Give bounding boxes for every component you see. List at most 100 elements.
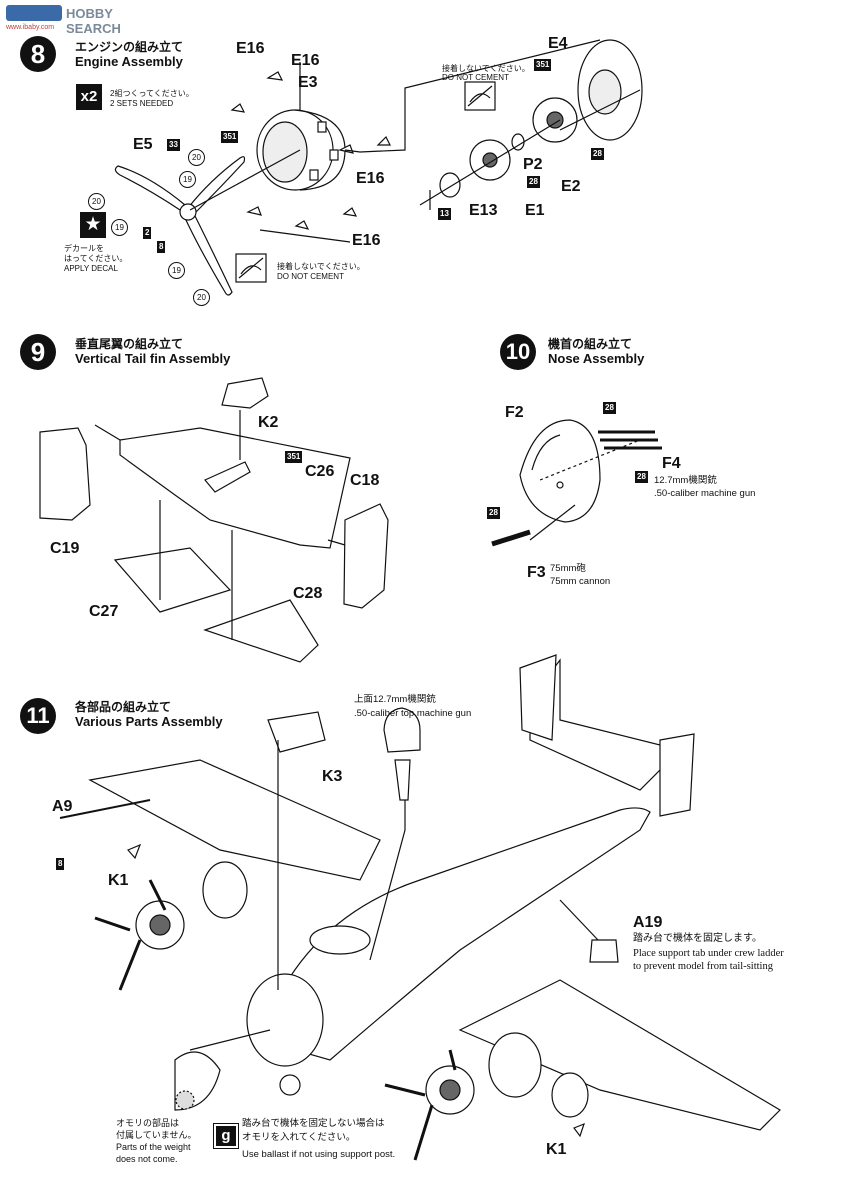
part-label-c18: C18 — [350, 472, 380, 489]
watermark-url: www.ibaby.com — [6, 24, 55, 31]
a19-note-en2: to prevent model from tail-sitting — [633, 961, 773, 972]
part-label-f2: F2 — [505, 404, 524, 421]
propeller-right — [384, 1049, 457, 1161]
part-label-e16-b: E16 — [291, 52, 320, 69]
nose-cone-drawing — [519, 419, 601, 523]
part-label-c26: C26 — [305, 463, 335, 480]
part-label-k3: K3 — [322, 768, 343, 785]
a19-note-jp: 踏み台で機体を固定します。 — [633, 933, 762, 944]
c27-plate-drawing — [113, 547, 232, 613]
watermark-logo-text: HOBBY SEARCH — [66, 6, 121, 36]
step-11-title-jp: 各部品の組み立て — [75, 700, 172, 714]
engine-cowling-drawing — [256, 109, 346, 191]
ballast-icon: g — [213, 1123, 239, 1149]
top-gun-turret-drawing — [383, 707, 421, 753]
gun-label-en: .50-caliber machine gun — [654, 488, 756, 499]
part-label-k1-left: K1 — [108, 872, 129, 889]
part-label-c28: C28 — [293, 585, 323, 602]
sets-needed-jp: 2組つくってください。 — [110, 89, 194, 98]
part-label-p2: P2 — [523, 156, 543, 173]
step-9-number: 9 — [20, 334, 56, 370]
paint-19-c: 19 — [168, 262, 185, 279]
paint-19-a: 19 — [179, 171, 196, 188]
a19-ladder-drawing — [589, 939, 619, 963]
cannon-label-en: 75mm cannon — [550, 576, 611, 587]
step-11-number: 11 — [20, 698, 56, 734]
part-label-e3: E3 — [298, 74, 318, 91]
step-10-title-jp: 機首の組み立て — [548, 337, 633, 351]
decal-note-jp2: はってください。 — [64, 254, 128, 263]
watermark-icon — [6, 5, 62, 21]
part-label-c19: C19 — [50, 540, 80, 557]
part-label-f4: F4 — [662, 455, 681, 472]
engine-nacelle-drawings — [135, 861, 589, 1118]
ballast-note-en: Use ballast if not using support post. — [242, 1149, 396, 1160]
no-cement-bottom-en: DO NOT CEMENT — [277, 272, 344, 281]
paint-33: 33 — [167, 139, 180, 151]
part-label-e16-d: E16 — [352, 232, 381, 249]
part-label-a9: A9 — [52, 798, 73, 815]
step-10-number: 10 — [500, 334, 536, 370]
step-8-title-en: Engine Assembly — [75, 54, 183, 69]
decal-star-icon: ★ — [80, 212, 106, 238]
paint-28-cannon: 28 — [487, 507, 500, 519]
top-gun-label-jp: 上面12.7mm機関銃 — [354, 694, 436, 705]
horizontal-stabilizer-drawing — [119, 427, 351, 549]
paint-8-a9: 8 — [56, 858, 65, 870]
weight-note-jp1: オモリの部品は — [116, 1118, 180, 1128]
paint-13: 13 — [438, 208, 451, 220]
step-9-title-jp: 垂直尾翼の組み立て — [75, 337, 184, 351]
paint-28-e2: 28 — [591, 148, 604, 160]
fin-right-drawing — [343, 503, 389, 609]
decal-note-en: APPLY DECAL — [64, 264, 118, 273]
step-8-title-jp: エンジンの組み立て — [75, 40, 184, 54]
paint-19-b: 19 — [111, 219, 128, 236]
propeller-drawing — [114, 156, 246, 296]
propeller-left — [94, 879, 167, 991]
weight-note-en1: Parts of the weight — [116, 1142, 191, 1152]
k3-part-drawing — [267, 711, 326, 753]
aircraft-fuselage-drawing — [88, 654, 781, 1131]
paint-351-housing: 351 — [534, 59, 552, 71]
step-8-number: 8 — [20, 36, 56, 72]
cylinder-drawings — [439, 97, 578, 198]
part-label-c27: C27 — [89, 603, 119, 620]
decal-note-jp1: デカールを — [64, 244, 104, 253]
weight-note-jp2: 付属していません。 — [116, 1130, 197, 1140]
a19-note-en1: Place support tab under crew ladder — [633, 948, 784, 959]
step-9-title-en: Vertical Tail fin Assembly — [75, 351, 231, 366]
part-label-e2: E2 — [561, 178, 581, 195]
part-label-k2: K2 — [258, 414, 279, 431]
part-label-e1: E1 — [525, 202, 545, 219]
engine-rear-housing — [577, 39, 643, 141]
no-cement-top-jp: 接着しないでください。 — [442, 64, 530, 73]
paint-20-a: 20 — [188, 149, 205, 166]
watermark-logo: HOBBY SEARCH www.ibaby.com — [4, 4, 154, 36]
cannon-label-jp: 75mm砲 — [550, 563, 586, 574]
ballast-note-jp1: 踏み台で機体を固定しない場合は — [242, 1118, 385, 1129]
part-label-e16-c: E16 — [356, 170, 385, 187]
weight-note-en2: does not come. — [116, 1154, 178, 1164]
part-label-e16-a: E16 — [236, 40, 265, 57]
part-label-a19: A19 — [633, 914, 663, 931]
no-cement-bottom-jp: 接着しないでください。 — [277, 262, 365, 271]
step-11-title-en: Various Parts Assembly — [75, 714, 223, 729]
part-label-e13: E13 — [469, 202, 498, 219]
paint-28-guns-side: 28 — [635, 471, 648, 483]
paint-8-engine: 8 — [157, 241, 166, 253]
part-label-e4: E4 — [548, 35, 568, 52]
no-cement-top-en: DO NOT CEMENT — [442, 73, 509, 82]
gun-label-jp: 12.7mm機関銃 — [654, 475, 717, 486]
part-label-e5: E5 — [133, 136, 153, 153]
paint-20-b: 20 — [88, 193, 105, 210]
k2-part-drawing — [221, 377, 269, 409]
ballast-note-jp2: オモリを入れてください。 — [242, 1132, 356, 1143]
paint-351-tail: 351 — [285, 451, 303, 463]
paint-20-c: 20 — [193, 289, 210, 306]
paint-28-e1: 28 — [527, 176, 540, 188]
sets-badge: x2 — [76, 84, 102, 110]
sets-needed-en: 2 SETS NEEDED — [110, 99, 174, 108]
step-10-title-en: Nose Assembly — [548, 351, 645, 366]
top-gun-label-en: .50-caliber top machine gun — [354, 708, 472, 719]
part-label-f3: F3 — [527, 564, 546, 581]
